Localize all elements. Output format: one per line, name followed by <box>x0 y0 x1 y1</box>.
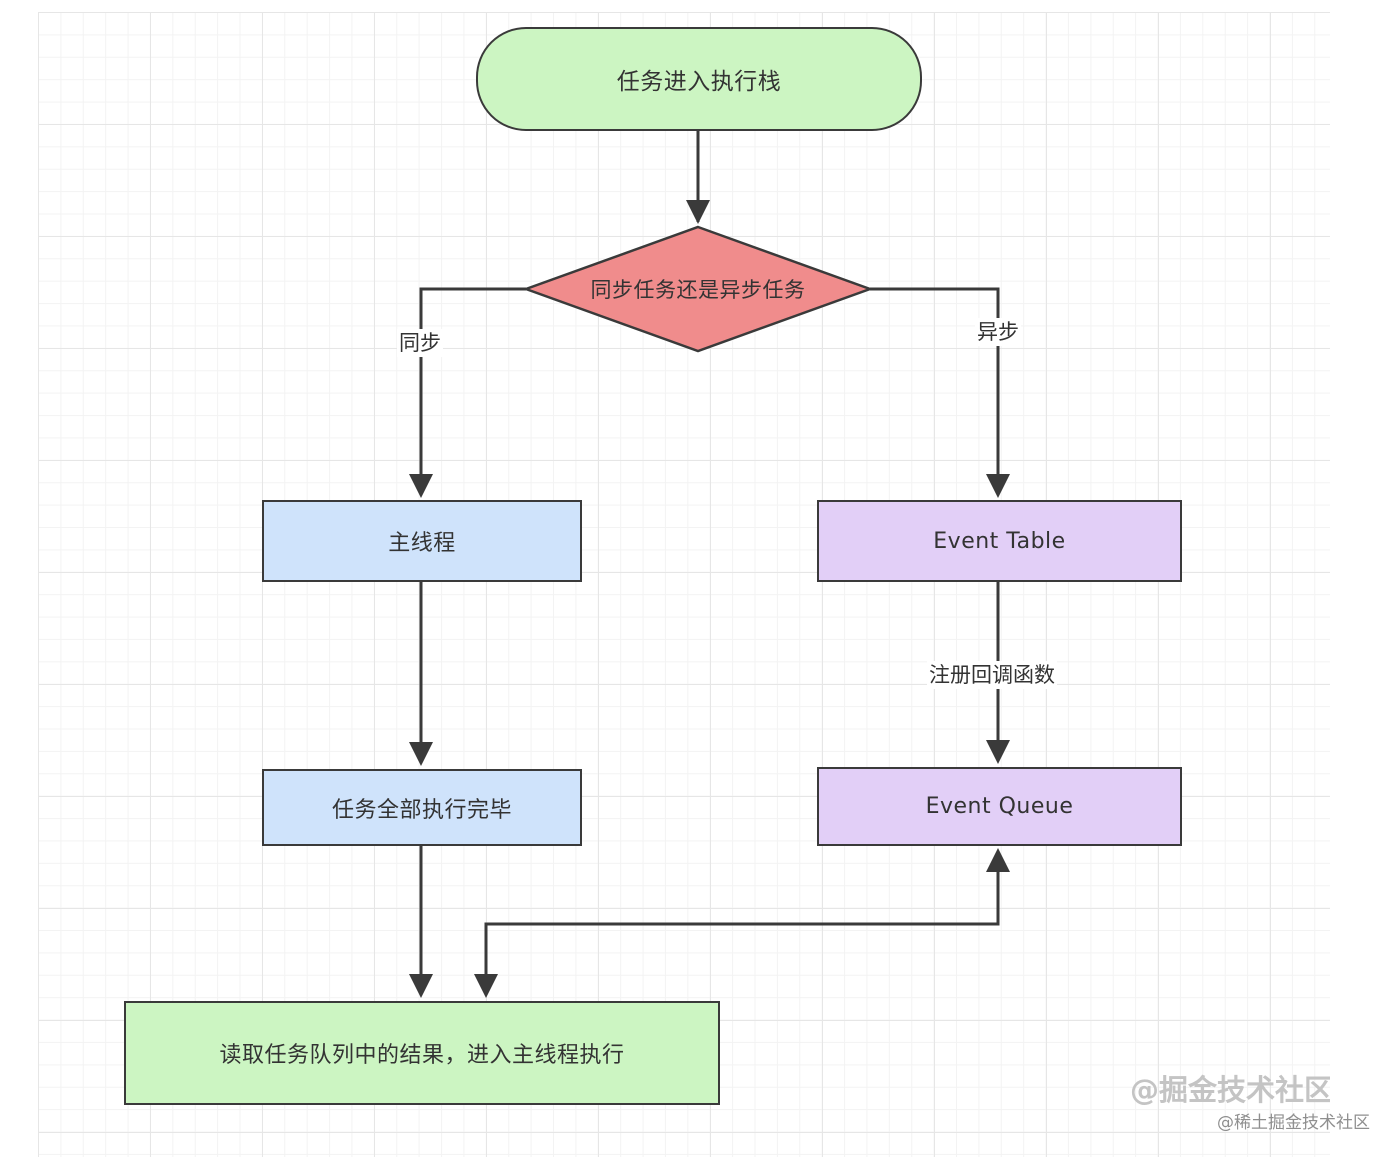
node-decision: 同步任务还是异步任务 <box>530 268 866 310</box>
edge-label-register-callback: 注册回调函数 <box>927 661 1057 689</box>
arrowhead-event-table <box>986 474 1010 498</box>
node-read-queue: 读取任务队列中的结果，进入主线程执行 <box>124 1001 720 1105</box>
watermark-site: @稀土掘金技术社区 <box>1217 1113 1370 1133</box>
edge-label-async: 异步 <box>975 318 1021 346</box>
node-read-queue-label: 读取任务队列中的结果，进入主线程执行 <box>219 1043 625 1068</box>
watermark-juejin: @掘金技术社区 <box>1130 1073 1330 1107</box>
node-event-queue: Event Queue <box>817 767 1182 846</box>
arrowhead-event-queue <box>986 740 1010 764</box>
arrowhead-read-queue-left <box>409 974 433 998</box>
arrowhead-decision <box>686 200 710 224</box>
arrowhead-task-done <box>409 742 433 766</box>
edge-read-queue-loop <box>484 868 1000 980</box>
node-start: 任务进入执行栈 <box>476 27 922 131</box>
node-start-label: 任务进入执行栈 <box>616 69 782 95</box>
arrowhead-event-queue-up <box>986 848 1010 872</box>
node-task-done-label: 任务全部执行完毕 <box>331 797 512 823</box>
edge-async <box>870 287 1000 480</box>
node-main-thread-label: 主线程 <box>388 531 456 556</box>
node-event-table: Event Table <box>817 500 1182 582</box>
node-main-thread: 主线程 <box>262 500 582 582</box>
arrowhead-read-queue-right <box>474 974 498 998</box>
decision-diamond <box>522 225 874 353</box>
edge-sync <box>419 287 526 480</box>
edge-label-sync: 同步 <box>397 329 443 357</box>
node-event-queue-label: Event Queue <box>925 794 1074 819</box>
node-decision-label: 同步任务还是异步任务 <box>590 278 806 302</box>
node-task-done: 任务全部执行完毕 <box>262 769 582 846</box>
arrowhead-main-thread <box>409 474 433 498</box>
grid-background <box>38 12 1330 1157</box>
node-event-table-label: Event Table <box>933 528 1066 554</box>
